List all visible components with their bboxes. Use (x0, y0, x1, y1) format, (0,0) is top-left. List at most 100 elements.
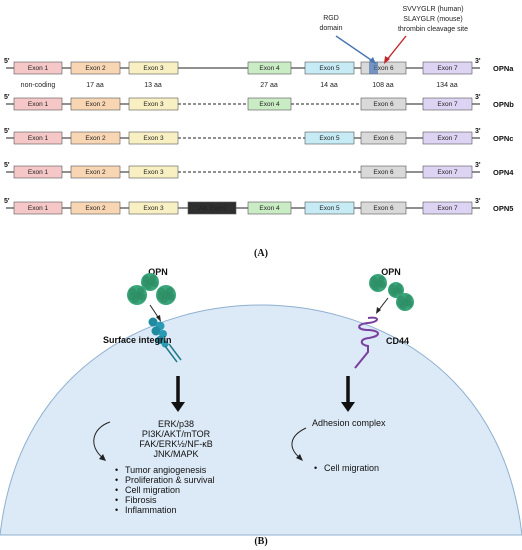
opn-protein (369, 274, 387, 292)
exon-box-exon-6: Exon 6 (360, 131, 407, 145)
opn-protein-cluster-right (369, 274, 414, 311)
cd44-label: CD44 (386, 336, 409, 346)
exon-label: Exon 6 (373, 205, 394, 212)
isoform-name: OPNb (493, 100, 514, 109)
five-prime-label: 5' (4, 162, 10, 169)
opn-protein (388, 282, 404, 298)
exon-label: Exon 1 (28, 135, 49, 142)
pathway-to-outcome-arrowhead (99, 454, 106, 461)
three-prime-label: 3' (475, 162, 481, 169)
exon-box-exon-3: Exon 3 (128, 61, 179, 75)
rgd-annotation: RGD domain (320, 15, 376, 64)
panel-a-caption: (A) (254, 248, 268, 259)
exon-box-exon-7: Exon 7 (422, 165, 473, 179)
exon-size-label: non-coding (21, 82, 56, 89)
isoform-name: OPNa (493, 64, 514, 73)
right-outcome-list: •Cell migration (314, 463, 379, 473)
exon-label: Exon 7 (437, 205, 458, 212)
exon-box-exon-7: Exon 7 (422, 97, 473, 111)
exon-label: Exon 4 (259, 101, 280, 108)
opn-protein (396, 293, 414, 311)
adhesion-to-outcome-arrow (291, 427, 307, 459)
pathway-item: ERK/p38 (158, 419, 194, 429)
exon-box-exon-6: Exon 6 (360, 201, 407, 215)
isoform-name: OPNc (493, 134, 513, 143)
exon-label: Exon 1 (28, 205, 49, 212)
thrombin-label-site: thrombin cleavage site (398, 26, 468, 33)
opn-to-integrin-arrowhead (156, 315, 161, 322)
exon-label: Exon 2 (85, 205, 106, 212)
pathway-item: FAK/ERK½/NF-κB (139, 439, 213, 449)
rgd-label-line2: domain (320, 25, 343, 32)
rgd-domain-highlight (369, 62, 378, 74)
exon-label: Exon 1 (28, 101, 49, 108)
exon-box-alt-exon: Alt. Exon (187, 201, 237, 215)
exon-box-exon-3: Exon 3 (128, 201, 179, 215)
cell-membrane (0, 304, 522, 536)
exon-box-exon-2: Exon 2 (70, 61, 121, 75)
five-prime-label: 5' (4, 94, 10, 101)
exon-label: Exon 2 (85, 135, 106, 142)
exon-label: Exon 3 (143, 101, 164, 108)
surface-integrin-receptor (148, 317, 182, 363)
pathway-item: JNK/MAPK (153, 449, 198, 459)
exon-size-label: 14 aa (320, 82, 338, 89)
left-outcome-list: • Tumor angiogenesis • Proliferation & surv… (115, 465, 215, 515)
isoform-name: OPN5 (493, 204, 513, 213)
isoform-name: OPN4 (493, 168, 514, 177)
exon-label: Exon 3 (143, 65, 164, 72)
panel-b-caption: (B) (254, 536, 267, 547)
rgd-label-line1: RGD (323, 15, 339, 22)
cd44-receptor (354, 316, 379, 369)
exon-size-label: 27 aa (260, 82, 278, 89)
exon-label: Exon 5 (319, 135, 340, 142)
five-prime-label: 5' (4, 128, 10, 135)
exon-label: Exon 7 (437, 101, 458, 108)
exon-box-exon-4: Exon 4 (247, 61, 292, 75)
opn-protein-cluster-left (127, 273, 176, 305)
exon-box-exon-5: Exon 5 (304, 61, 355, 75)
exon-size-label: 17 aa (86, 82, 104, 89)
opn-protein (127, 285, 147, 305)
surface-integrin-label: Surface integrin (103, 335, 172, 345)
exon-label: Exon 6 (373, 135, 394, 142)
exon-box-exon-5: Exon 5 (304, 201, 355, 215)
thrombin-arrowhead (384, 56, 390, 64)
outcome-item: Proliferation & survival (125, 475, 215, 485)
opn-label-left: OPN (148, 267, 168, 277)
gene-structure-panel: 5' 3' Exon 1 Exon 2 Exon 3 Exon 4 Exon 5 Exon 6… (4, 58, 514, 215)
bullet: • (115, 485, 118, 495)
opn-to-cd44-arrow (377, 297, 389, 312)
exon-label: Exon 2 (85, 65, 106, 72)
thrombin-annotation: SVVYGLR (human) SLAYGLR (mouse) thrombin… (384, 6, 468, 64)
exon-box-exon-1: Exon 1 (13, 165, 63, 179)
five-prime-label: 5' (4, 198, 10, 205)
exon-box-exon-3: Exon 3 (128, 165, 179, 179)
exon-box-exon-1: Exon 1 (13, 201, 63, 215)
exon-box-exon-4: Exon 4 (247, 97, 292, 111)
exon-box-exon-1: Exon 1 (13, 131, 63, 145)
pathway-to-outcome-arrow (93, 421, 111, 459)
outcome-item: Fibrosis (125, 495, 157, 505)
exon-label: Alt. Exon (199, 205, 225, 212)
opn-protein (141, 273, 159, 291)
outcome-item: Tumor angiogenesis (125, 465, 207, 475)
exon-box-exon-1: Exon 1 (13, 97, 63, 111)
exon-label: Exon 1 (28, 169, 49, 176)
exon-label: Exon 6 (373, 65, 394, 72)
rgd-arrowhead (369, 57, 376, 64)
integrin-signal-arrowhead (171, 402, 185, 412)
exon-box-exon-2: Exon 2 (70, 165, 121, 179)
exon-box-exon-6: Exon 6 (360, 165, 407, 179)
exon-box-exon-4: Exon 4 (247, 201, 292, 215)
opn-to-cd44-arrowhead (376, 307, 381, 314)
exon-size-label: 134 aa (436, 82, 458, 89)
bullet: • (115, 465, 118, 475)
opn-label-right: OPN (381, 267, 401, 277)
exon-label: Exon 3 (143, 205, 164, 212)
